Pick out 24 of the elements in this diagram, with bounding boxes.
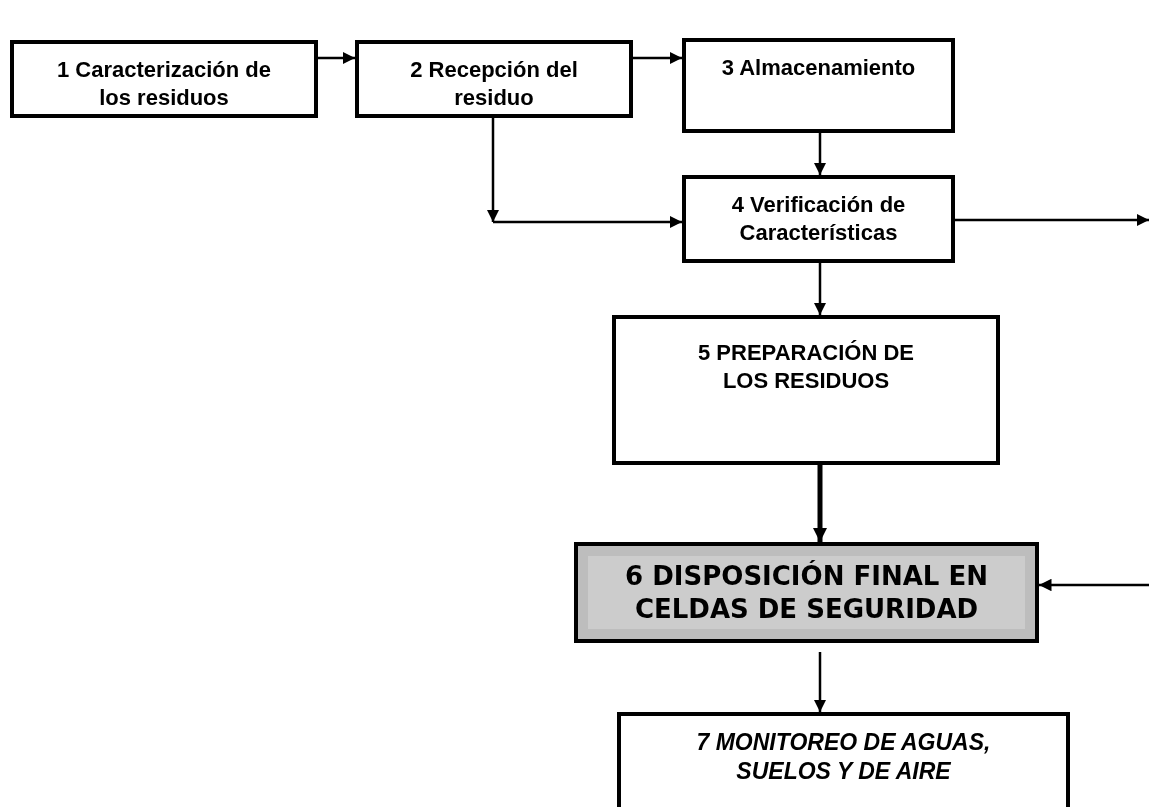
arrow	[813, 652, 827, 712]
process-box	[10, 40, 318, 118]
process-box	[355, 40, 633, 118]
process-box	[682, 175, 955, 263]
box-label: 5 PREPARACIÓN DE LOS RESIDUOS	[697, 339, 915, 394]
arrow	[486, 118, 500, 222]
box-label: 2 Recepción del residuo	[409, 56, 579, 111]
arrow	[1039, 578, 1149, 592]
arrow	[813, 263, 827, 315]
arrow	[633, 51, 682, 65]
arrow	[813, 465, 827, 542]
arrow	[318, 51, 355, 65]
process-box	[574, 542, 1039, 643]
arrow	[813, 133, 827, 175]
box-label: 1 Caracterización de los residuos	[56, 56, 272, 111]
process-box	[682, 38, 955, 133]
box-label: 4 Verificación de Características	[730, 191, 907, 246]
arrow	[955, 213, 1149, 227]
box-label: 6 DISPOSICIÓN FINAL EN CELDAS DE SEGURIDAD	[624, 560, 989, 625]
process-box	[617, 712, 1070, 807]
arrow	[493, 215, 682, 229]
process-box	[612, 315, 1000, 465]
box-label: 3 Almacenamiento	[720, 54, 917, 82]
box-label: 7 MONITOREO DE AGUAS, SUELOS Y DE AIRE	[695, 728, 992, 786]
